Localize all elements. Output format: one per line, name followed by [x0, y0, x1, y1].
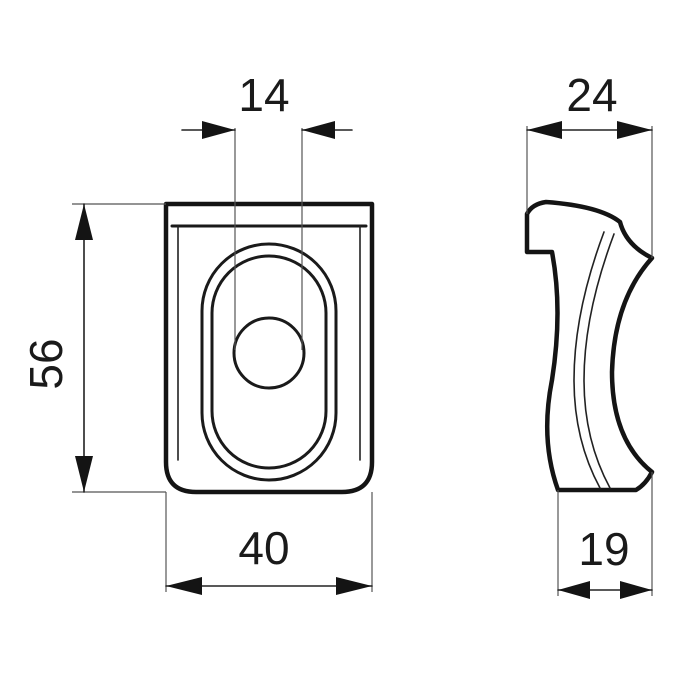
center-hole — [232, 316, 306, 390]
dimension-side-width: 24 — [526, 69, 653, 139]
front-plate-outline — [163, 201, 375, 495]
side-view — [524, 199, 655, 493]
extension-lines — [72, 126, 653, 596]
dimension-height: 56 — [20, 203, 93, 493]
side-profile-outline — [524, 199, 655, 493]
front-view — [163, 201, 375, 495]
dimension-front-width: 40 — [165, 522, 373, 595]
slot-outer-oval — [200, 242, 338, 482]
dimension-label-front-width: 40 — [238, 522, 289, 574]
side-profile-groove-2 — [583, 233, 615, 489]
side-profile-groove-1 — [573, 231, 605, 489]
dimension-label-height: 56 — [20, 338, 72, 389]
dimension-label-side-width: 24 — [566, 69, 617, 121]
dimension-base-depth: 19 — [557, 523, 653, 599]
dimension-label-hole-width: 14 — [238, 69, 289, 121]
slot-inner-oval — [210, 254, 328, 470]
dimension-hole-width: 14 — [181, 69, 353, 139]
dimension-label-base-depth: 19 — [578, 523, 629, 575]
